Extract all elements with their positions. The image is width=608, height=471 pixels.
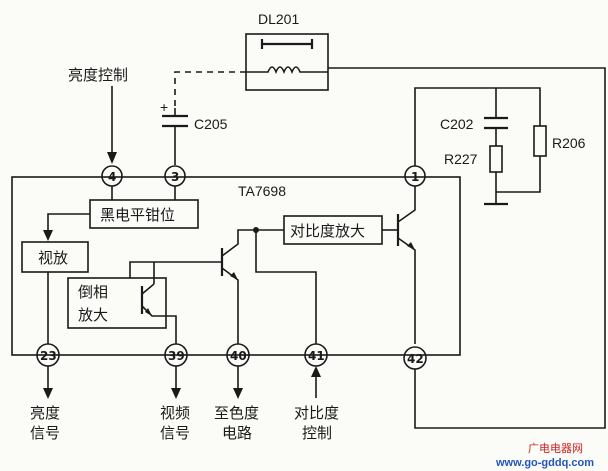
pin41-arrow-head [311, 366, 321, 377]
pin-23: 23 [36, 343, 60, 367]
contrast-control-label-1: 对比度 [294, 404, 339, 422]
pin39-arrow-head [171, 388, 181, 399]
svg-text:3: 3 [171, 170, 179, 184]
c202-label: C202 [440, 116, 474, 132]
pin40-arrow-head [233, 388, 243, 399]
inverter-amp-block [67, 277, 167, 329]
brightness-control-label: 亮度控制 [68, 66, 128, 84]
pin-42: 42 [403, 346, 427, 370]
pin-39: 39 [164, 343, 188, 367]
delay-line-dl201 [245, 33, 329, 91]
pin-41: 41 [304, 343, 328, 367]
video-amp-label: 视放 [38, 249, 68, 267]
junction-to-pin41 [255, 230, 317, 344]
capacitor-c202 [484, 116, 508, 130]
svg-text:40: 40 [230, 349, 247, 363]
chroma-transistor [220, 229, 256, 344]
inverter-transistor [140, 262, 160, 317]
video-signal-label-2: 信号 [160, 424, 190, 442]
clamp-label: 黑电平钳位 [100, 206, 175, 224]
inverter-feed-line [129, 261, 222, 278]
pin-3: 3 [164, 165, 186, 187]
chroma-label-1: 至色度 [214, 404, 259, 422]
svg-text:4: 4 [108, 170, 116, 184]
inverter-label-1: 倒相 [78, 283, 108, 301]
video-signal-label-1: 视频 [160, 404, 190, 422]
video-amp-block [21, 241, 89, 273]
pin-40: 40 [226, 343, 250, 367]
resistor-r227 [489, 145, 503, 173]
svg-text:1: 1 [411, 170, 419, 184]
chroma-label-2: 电路 [222, 424, 252, 442]
resistor-r206 [533, 125, 547, 157]
svg-text:39: 39 [168, 349, 185, 363]
pin-4: 4 [101, 165, 123, 187]
c205-plus-sign: + [160, 99, 168, 115]
ic-label: TA7698 [238, 183, 286, 199]
ic-outline [11, 176, 461, 356]
c205-label: C205 [194, 116, 228, 132]
svg-text:23: 23 [40, 349, 57, 363]
luma-signal-label-2: 信号 [30, 424, 60, 442]
network-top-wire [414, 87, 541, 166]
network-bottom-wire [495, 156, 541, 204]
clamp-to-video-amp [47, 213, 90, 236]
brightness-arrow-head [107, 152, 117, 164]
svg-text:42: 42 [407, 352, 424, 366]
watermark-title: 广电电器网 [528, 442, 583, 455]
capacitor-c205 [162, 108, 188, 165]
r206-label: R206 [552, 135, 586, 151]
inverter-label-2: 放大 [78, 306, 108, 324]
clamp-arrow-head [43, 230, 53, 241]
contrast-amp-label: 对比度放大 [290, 222, 365, 240]
dl201-right-lead [328, 67, 606, 429]
watermark-url: www.go-gddq.com [495, 457, 594, 469]
dl201-label: DL201 [258, 11, 299, 27]
pin-1: 1 [404, 165, 426, 187]
contrast-control-label-2: 控制 [302, 424, 332, 442]
luma-signal-label-1: 亮度 [30, 404, 60, 422]
svg-text:41: 41 [308, 349, 325, 363]
dashed-link [174, 71, 246, 108]
output-transistor [396, 186, 416, 344]
r227-label: R227 [444, 151, 478, 167]
inverter-to-pin39 [160, 315, 177, 344]
pin23-arrow-head [43, 388, 53, 399]
